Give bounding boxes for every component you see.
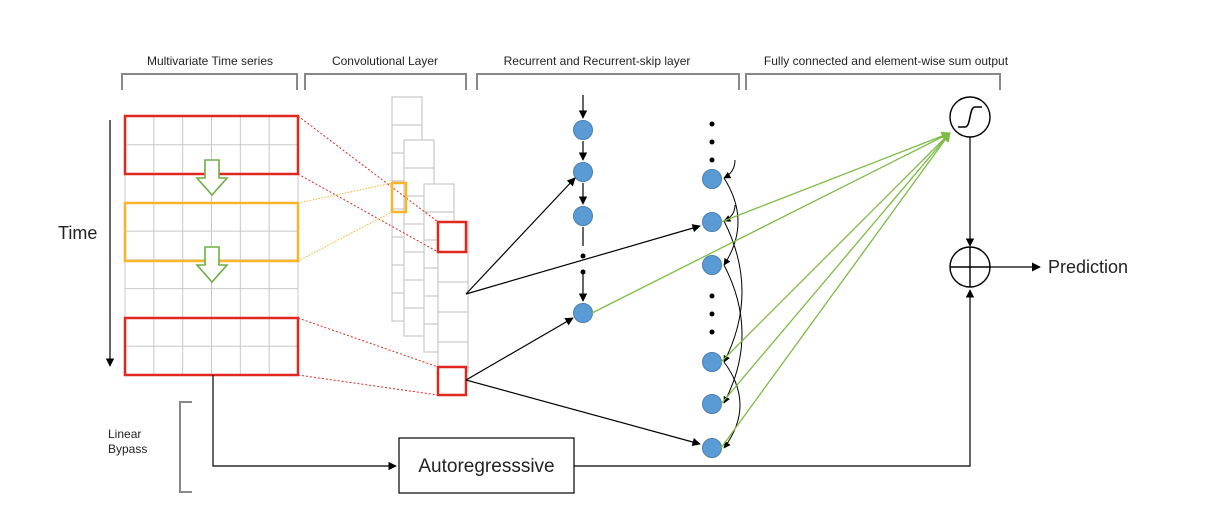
skip-node [702,394,722,414]
conv-cell [437,251,469,283]
skip-ellipsis-dot [709,157,715,163]
prediction-label: Prediction [1048,257,1128,277]
recurrent-node [573,162,593,182]
conv-output-top-red [436,220,468,254]
recurrent-skip-column [702,121,743,458]
convolutional-filter-stack [391,96,469,373]
conv-to-recurrent-arrows [465,177,701,447]
bracket-fully-connected [745,73,1001,90]
recurrent-ellipsis-dot [580,269,586,275]
linear-bypass-label-line1: Linear [108,427,141,441]
bracket-recurrent [476,73,740,90]
conv-output-bottom-red [436,365,468,397]
autoregressive-label: Autoregresssive [418,456,554,477]
section-label-fully-connected: Fully connected and element-wise sum out… [764,54,1009,68]
window-projection-lines [297,115,439,396]
skip-ellipsis-dot [709,121,715,127]
skip-node [702,255,722,275]
slide-down-arrow-icon [195,159,229,197]
output-block: Prediction [949,96,1128,288]
recurrent-layer-column [573,95,593,323]
time-axis: Time [58,120,115,367]
skip-ellipsis-dot [709,311,715,317]
linear-bypass-label-line2: Bypass [108,442,147,456]
fully-connected-lines [591,131,951,449]
conv-output-orange [390,181,408,214]
section-label-convolutional: Convolutional Layer [332,54,438,68]
section-label-multivariate: Multivariate Time series [147,54,273,68]
window-bottom-red [123,316,300,377]
skip-node [702,438,722,458]
recurrent-node [573,206,593,226]
bracket-convolutional [304,73,467,90]
conv-cell [423,183,455,213]
time-label: Time [58,223,97,243]
autoregressive-box [398,437,575,494]
linear-bypass-bracket [179,401,192,493]
sigmoid-curve [958,106,982,128]
conv-cell [437,311,469,343]
linear-bypass: Linear Bypass Autoregresssive [108,289,975,494]
skip-ellipsis-dot [709,329,715,335]
skip-node [702,212,722,232]
skip-node [702,352,722,372]
recurrent-ellipsis-dot [580,253,586,259]
recurrent-node [573,303,593,323]
skip-node [702,169,722,189]
skip-ellipsis-dot [709,293,715,299]
conv-cell [403,139,435,169]
slide-down-arrow-icon [195,246,229,284]
conv-cell [391,96,423,126]
time-series-grid [124,115,299,376]
conv-cell [437,281,469,313]
section-label-recurrent: Recurrent and Recurrent-skip layer [504,54,691,68]
skip-ellipsis-dot [709,139,715,145]
section-headers: Multivariate Time series Convolutional L… [121,54,1009,90]
recurrent-node [573,120,593,140]
bracket-multivariate [121,73,298,90]
